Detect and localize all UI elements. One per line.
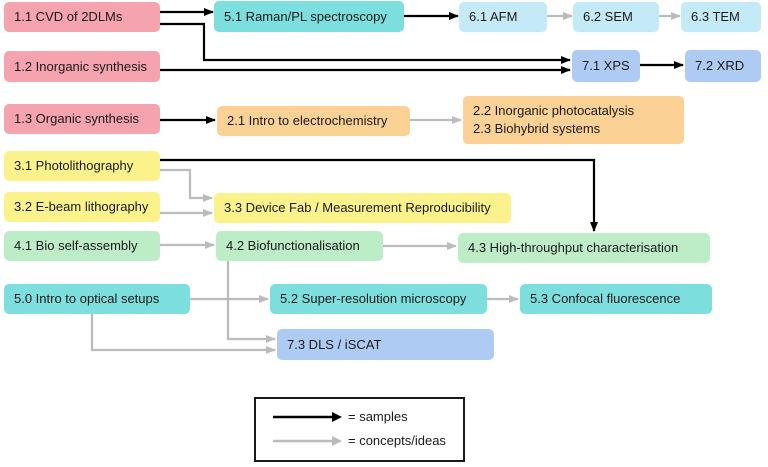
node-3-2: 3.2 E-beam lithography bbox=[4, 192, 160, 222]
arrow-1-1-to-7-1 bbox=[160, 22, 571, 64]
node-4-3: 4.3 High-throughput characterisation bbox=[458, 233, 710, 263]
arrow-3-1-to-4-3 bbox=[160, 158, 598, 232]
legend: = samples = concepts/ideas bbox=[254, 397, 465, 462]
arrow-3-1-to-3-3 bbox=[160, 168, 213, 202]
node-7-3: 7.3 DLS / iSCAT bbox=[277, 329, 494, 360]
node-3-3: 3.3 Device Fab / Measurement Reproducibi… bbox=[214, 193, 511, 223]
node-6-3: 6.3 TEM bbox=[681, 2, 761, 32]
node-5-2: 5.2 Super-resolution microscopy bbox=[270, 284, 487, 314]
arrow-4-2-to-7-3 bbox=[226, 261, 276, 343]
node-2-2-label: 2.2 Inorganic photocatalysis bbox=[473, 103, 635, 119]
node-7-2: 7.2 XRD bbox=[685, 50, 761, 82]
node-6-2: 6.2 SEM bbox=[573, 2, 659, 32]
arrow-5-0-to-7-3 bbox=[90, 314, 276, 354]
node-7-1: 7.1 XPS bbox=[572, 50, 640, 82]
node-6-1: 6.1 AFM bbox=[459, 2, 547, 32]
black-arrow-icon bbox=[273, 411, 342, 422]
legend-concepts-label: = concepts/ideas bbox=[348, 433, 446, 448]
node-1-1: 1.1 CVD of 2DLMs bbox=[4, 2, 160, 32]
node-5-3: 5.3 Confocal fluorescence bbox=[520, 284, 712, 314]
node-5-0: 5.0 Intro to optical setups bbox=[4, 284, 190, 314]
node-1-2: 1.2 Inorganic synthesis bbox=[4, 51, 160, 82]
gray-arrow-icon bbox=[273, 435, 342, 446]
node-4-2: 4.2 Biofunctionalisation bbox=[216, 231, 383, 261]
legend-samples: = samples bbox=[272, 409, 408, 424]
node-1-3: 1.3 Organic synthesis bbox=[4, 104, 160, 134]
node-2-1: 2.1 Intro to electrochemistry bbox=[217, 106, 410, 136]
node-5-1: 5.1 Raman/PL spectroscopy bbox=[214, 1, 404, 32]
node-4-1: 4.1 Bio self-assembly bbox=[4, 231, 160, 261]
legend-samples-label: = samples bbox=[348, 409, 408, 424]
node-3-1: 3.1 Photolithography bbox=[4, 151, 160, 181]
node-2-3-label: 2.3 Biohybrid systems bbox=[473, 121, 601, 136]
node-2-2-2-3: 2.2 Inorganic photocatalysis 2.3 Biohybr… bbox=[463, 96, 684, 144]
legend-concepts: = concepts/ideas bbox=[272, 433, 446, 448]
